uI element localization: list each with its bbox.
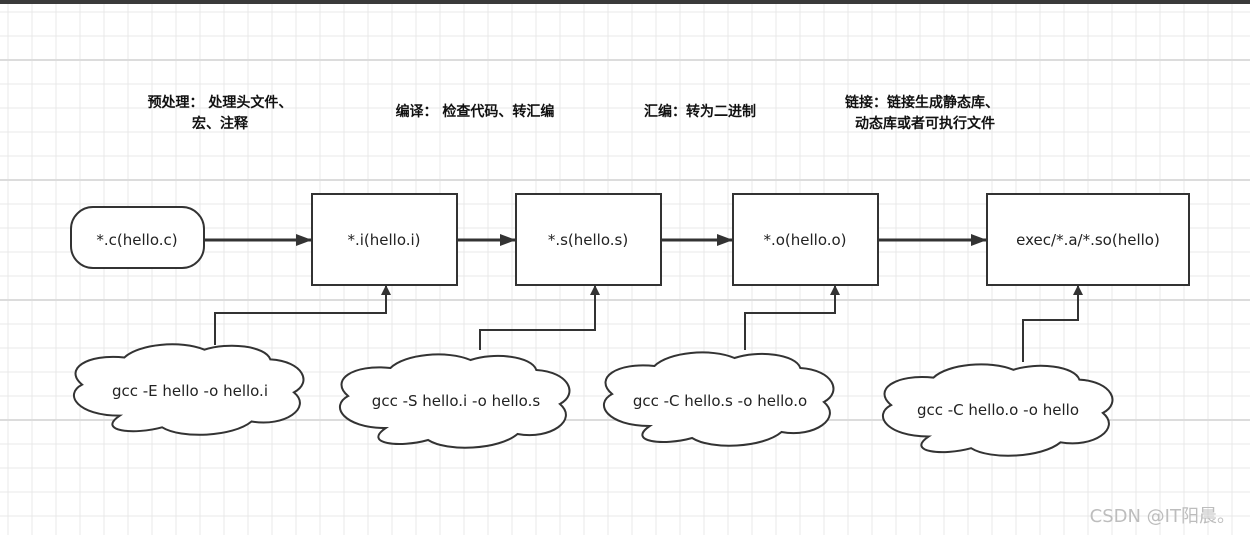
- top-bar: [0, 0, 1250, 4]
- node-object-text: *.o(hello.o): [763, 231, 846, 249]
- command-3-text: gcc -C hello.s -o hello.o: [633, 392, 807, 410]
- label-preprocess-1: 预处理： 处理头文件、: [148, 94, 293, 111]
- label-assemble: 汇编：转为二进制: [644, 103, 756, 120]
- command-4-text: gcc -C hello.o -o hello: [917, 401, 1079, 419]
- label-preprocess-2: 宏、注释: [192, 115, 249, 132]
- node-preprocessed[interactable]: [311, 193, 458, 286]
- node-source-text: *.c(hello.c): [96, 231, 177, 249]
- connector-cmd1: [214, 285, 391, 345]
- command-2-text: gcc -S hello.i -o hello.s: [372, 392, 541, 410]
- label-link-2: 动态库或者可执行文件: [855, 115, 995, 132]
- command-1-text: gcc -E hello -o hello.i: [112, 382, 268, 400]
- command-cloud-2[interactable]: [340, 354, 570, 447]
- command-cloud-1[interactable]: [74, 344, 304, 434]
- node-assembly[interactable]: [515, 193, 662, 286]
- label-compile: 编译： 检查代码、转汇编: [396, 103, 555, 120]
- node-output-text: exec/*.a/*.so(hello): [1016, 231, 1160, 249]
- label-link-1: 链接：链接生成静态库、: [845, 94, 999, 111]
- connector-cmd4: [1022, 285, 1083, 362]
- connector-cmd3: [744, 285, 840, 350]
- watermark: CSDN @IT阳晨。: [1090, 506, 1235, 527]
- command-cloud-4[interactable]: [883, 364, 1113, 455]
- node-assembly-text: *.s(hello.s): [548, 231, 628, 249]
- node-output[interactable]: [986, 193, 1190, 286]
- node-source[interactable]: [70, 206, 205, 269]
- command-cloud-3[interactable]: [604, 352, 834, 445]
- node-object[interactable]: [732, 193, 879, 286]
- connector-cmd2: [479, 285, 600, 350]
- node-preprocessed-text: *.i(hello.i): [347, 231, 420, 249]
